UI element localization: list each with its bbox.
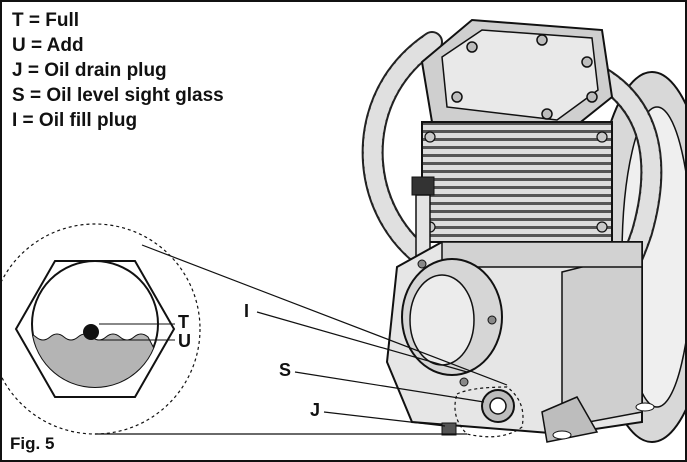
callout-t: T [178, 312, 189, 332]
callout-leaders [256, 311, 485, 427]
sight-glass-boss [481, 389, 515, 423]
callout-u: U [178, 331, 191, 351]
legend-item-oil-sight-glass: S = Oil level sight glass [12, 85, 224, 106]
callout-i: I [244, 301, 250, 321]
cylinder-head [420, 18, 614, 139]
legend-item-add: U = Add [12, 35, 84, 56]
legend-item-full: T = Full [12, 10, 80, 31]
drain-plug [441, 422, 457, 436]
end-cover [401, 258, 503, 387]
sight-glass-detail [14, 260, 176, 398]
legend-item-oil-fill-plug: I = Oil fill plug [12, 110, 138, 131]
callout-s: S [279, 360, 292, 380]
callout-j: J [310, 400, 321, 420]
zoom-lines [95, 244, 508, 435]
legend: T = Full U = Add J = Oil drain plug S = … [12, 8, 224, 133]
figure-caption: Fig. 5 [10, 434, 55, 453]
oil-level-dot [83, 324, 99, 340]
legend-item-oil-drain-plug: J = Oil drain plug [12, 60, 167, 81]
finned-cylinders [421, 121, 613, 243]
